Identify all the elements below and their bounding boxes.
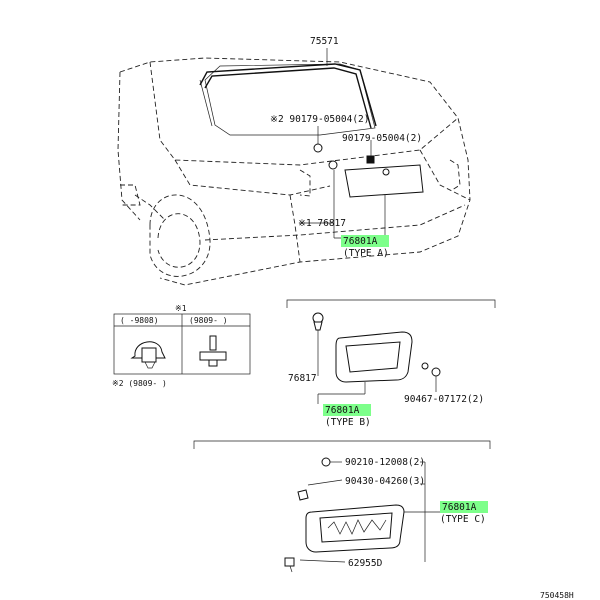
label-75571: 75571 bbox=[310, 36, 339, 47]
legend-col-right: (9809- ) bbox=[189, 316, 228, 325]
section-type-b: 76817 90467-07172(2) 76801A (TYPE B) bbox=[286, 299, 496, 428]
label-90430: 90430-04260(3) bbox=[345, 476, 425, 487]
section-type-c: 90210-12008(2) 90430-04260(3) 76801A (TY… bbox=[193, 440, 491, 573]
label-76817-a: ※1 76817 bbox=[298, 218, 346, 229]
label-76801a-b: 76801A bbox=[325, 405, 360, 416]
rear-window bbox=[199, 63, 376, 136]
label-76801a-a: 76801A bbox=[343, 236, 378, 247]
window-moulding-75571: 75571 bbox=[199, 36, 377, 129]
legend-header-note: ※1 bbox=[175, 304, 187, 313]
label-type-b: (TYPE B) bbox=[325, 417, 371, 428]
label-76801a-c: 76801A bbox=[442, 502, 477, 513]
label-76817-b: 76817 bbox=[288, 373, 317, 384]
clip-90179-2: 90179-05004(2) bbox=[342, 133, 422, 164]
license-garnish-type-a: ※1 76817 76801A (TYPE A) bbox=[298, 160, 424, 259]
car-body-outline bbox=[117, 57, 471, 286]
label-62955: 62955D bbox=[348, 558, 383, 569]
legend-table: ※1 ( -9808) (9809- ) ※2 (9809- ) bbox=[112, 304, 251, 388]
clip-90179-1: ※2 90179-05004(2) bbox=[270, 114, 369, 153]
diagram-id: 750458H bbox=[540, 591, 574, 600]
label-type-a: (TYPE A) bbox=[343, 248, 389, 259]
label-90210: 90210-12008(2) bbox=[345, 457, 425, 468]
label-90467: 90467-07172(2) bbox=[404, 394, 484, 405]
label-90179-note: ※2 90179-05004(2) bbox=[270, 114, 369, 125]
label-type-c: (TYPE C) bbox=[440, 514, 486, 525]
legend-footer-note: ※2 (9809- ) bbox=[112, 379, 167, 388]
legend-col-left: ( -9808) bbox=[120, 316, 159, 325]
label-90179: 90179-05004(2) bbox=[342, 133, 422, 144]
